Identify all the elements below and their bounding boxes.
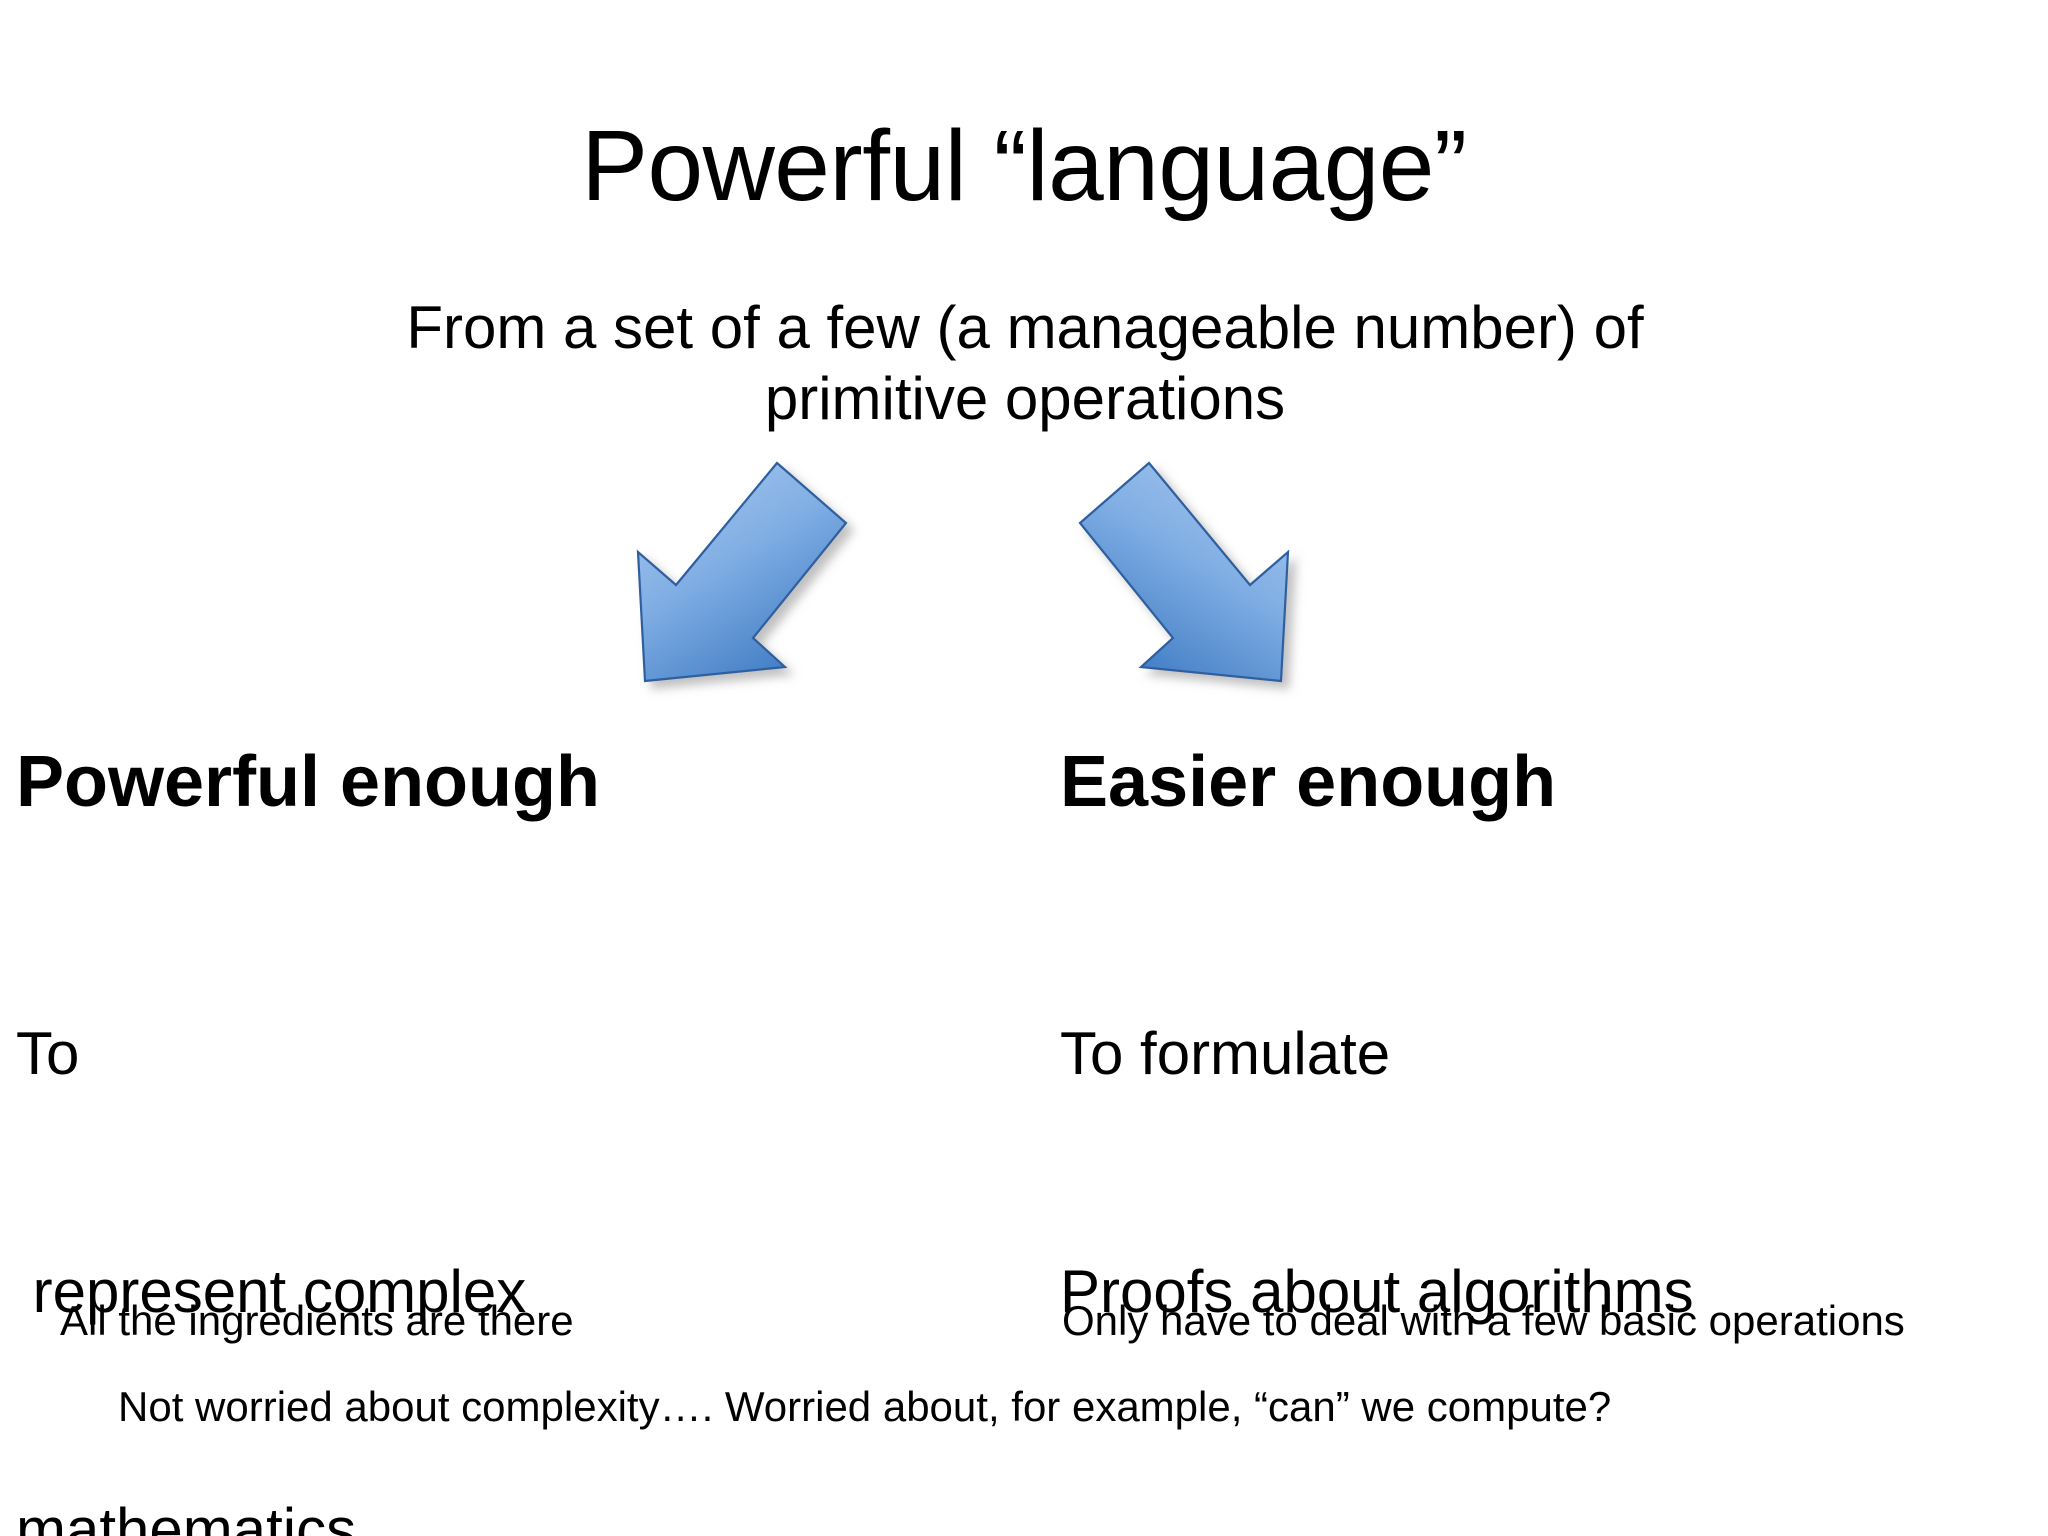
column-heading-left: Powerful enough (16, 742, 600, 822)
footnote-right: Only have to deal with a few basic opera… (1062, 1297, 1905, 1344)
column-left-line-1: To (16, 1020, 80, 1088)
arrow-down-left-icon (614, 455, 914, 715)
subtitle-line-2: primitive operations (764, 364, 1286, 432)
arrow-down-right-icon (1052, 455, 1352, 715)
column-heading-right: Easier enough (1060, 742, 1557, 822)
slide-subtitle: From a set of a few (a manageable number… (310, 293, 1740, 435)
footnote-left: All the ingredients are there (60, 1297, 574, 1344)
subtitle-line-1: From a set of a few (a manageable number… (406, 294, 1644, 361)
column-body-left: To represent complex mathematics (16, 856, 526, 1536)
slide-title: Powerful “language” (581, 110, 1467, 222)
column-body-right: To formulate Proofs about algorithms (1060, 856, 1694, 1490)
footnote-bottom: Not worried about complexity…. Worried a… (118, 1383, 1612, 1430)
column-left-line-2: represent complex (16, 1257, 527, 1325)
column-right-line-2: Proofs about algorithms (1060, 1257, 1694, 1325)
column-right-line-1: To formulate (1060, 1020, 1391, 1088)
column-left-line-3: mathematics (16, 1495, 357, 1536)
